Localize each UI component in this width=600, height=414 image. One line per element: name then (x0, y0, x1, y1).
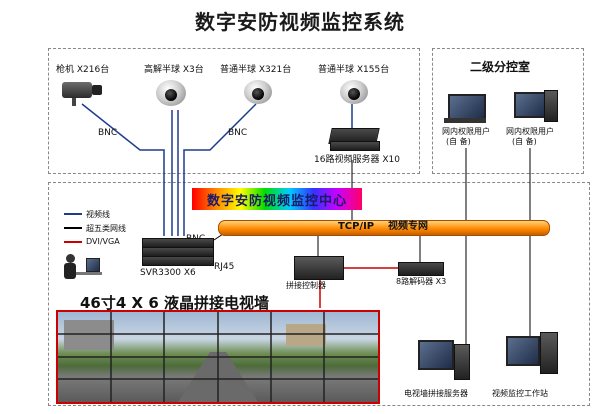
workstation-label: 视频监控工作站 (492, 389, 548, 398)
building-image (286, 324, 326, 346)
camera-label: 高解半球 X3台 (144, 65, 204, 75)
operator-person-icon (62, 254, 102, 288)
camera-zone (48, 48, 420, 174)
svr-label: SVR3300 X6 (140, 268, 196, 278)
pc-tower-icon (544, 90, 558, 122)
branch-user-2: 网内权限用户 (自 备) (506, 88, 566, 150)
desk-icon (76, 272, 102, 275)
network-pipe (218, 220, 550, 236)
legend-label-cat5: 超五类网线 (86, 224, 126, 233)
box-camera-mount-icon (72, 98, 76, 106)
building-image (64, 320, 114, 350)
workstation-group: 视频监控工作站 (488, 332, 580, 404)
laptop-icon (448, 94, 486, 120)
monitor-icon (506, 336, 540, 366)
bnc-label: BNC (228, 128, 248, 138)
dome-lens-icon (165, 89, 177, 101)
video-server-label: 16路视频服务器 X10 (314, 155, 400, 165)
wall-server-group: 电视墙拼接服务器 (404, 340, 484, 404)
box-camera-icon (62, 82, 92, 98)
page-title: 数字安防视频监控系统 (195, 10, 405, 34)
desk-monitor-icon (86, 258, 100, 272)
camera-dome-standard-group: 普通半球 X321台 (220, 62, 316, 112)
laptop-keyboard-icon (444, 118, 486, 123)
operator-body-icon (64, 263, 76, 279)
pc-tower-icon (454, 344, 470, 380)
decoder-icon (398, 262, 444, 276)
svr-server-icon (142, 256, 214, 266)
camera-dome-standard-group: 普通半球 X155台 (318, 62, 414, 112)
operator-head-icon (66, 254, 75, 263)
legend-label-video: 视频线 (86, 210, 110, 219)
video-server-front-icon (330, 141, 380, 151)
branch-room-title: 二级分控室 (470, 60, 531, 74)
video-wall-title: 46寸4 X 6 液晶拼接电视墙 (80, 294, 269, 312)
pc-tower-icon (540, 332, 558, 374)
legend-label-dvi: DVI/VGA (86, 237, 120, 246)
branch-room-zone (432, 48, 584, 174)
branch-user-sub: (自 备) (512, 137, 537, 146)
video-line-cam3 (183, 103, 257, 236)
box-camera-lens-icon (92, 85, 102, 95)
video-line-cam1 (81, 103, 165, 236)
dome-lens-icon (348, 88, 360, 100)
camera-label: 普通半球 X321台 (220, 65, 292, 75)
monitor-icon (418, 340, 454, 370)
dome-lens-icon (252, 88, 264, 100)
splice-controller-icon (294, 256, 344, 280)
camera-label: 枪机 X216台 (56, 65, 110, 75)
camera-label: 普通半球 X155台 (318, 65, 390, 75)
video-wall-grid (58, 312, 378, 402)
center-banner-text: 数字安防视频监控中心 (206, 194, 347, 209)
monitor-icon (514, 92, 546, 118)
center-zone (48, 182, 590, 406)
branch-user-1: 网内权限用户 (自 备) (440, 94, 496, 150)
decoder-label: 8路解码器 X3 (396, 277, 447, 286)
rj45-label: RJ45 (214, 262, 235, 272)
branch-user-sub: (自 备) (446, 137, 471, 146)
branch-user-label: 网内权限用户 (442, 127, 490, 136)
camera-dome-hd-group: 高解半球 X3台 (144, 62, 224, 112)
center-banner-bg (192, 188, 362, 210)
branch-user-label: 网内权限用户 (506, 127, 554, 136)
video-wall (56, 310, 380, 404)
wall-server-label: 电视墙拼接服务器 (404, 389, 468, 398)
network-label: TCP/IP 视频专网 (337, 221, 429, 232)
camera-box-group: 枪机 X216台 (56, 62, 146, 112)
bnc-label: BNC (98, 128, 118, 138)
splice-controller-label: 拼接控制器 (286, 281, 326, 290)
